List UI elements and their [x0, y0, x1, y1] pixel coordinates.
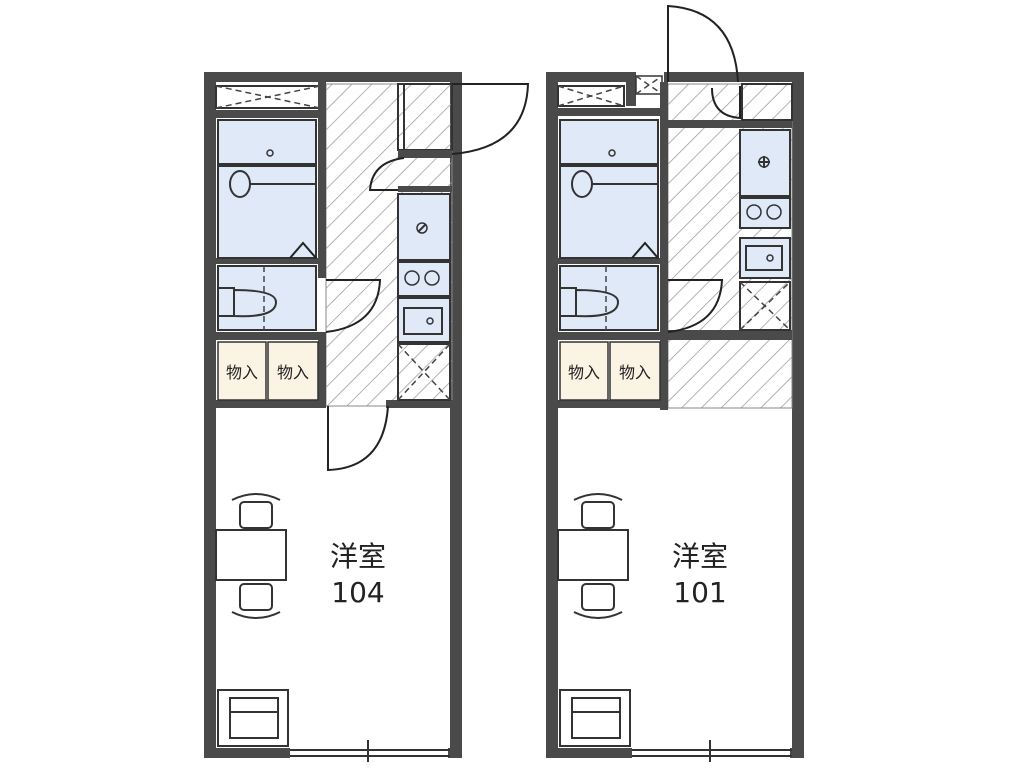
toilet-icon: [575, 288, 620, 318]
entry-door-icon: [667, 4, 739, 83]
room-type-label: 洋室: [672, 540, 728, 573]
bed-icon: [217, 689, 289, 747]
unit-101: 物入 物入 洋室 101: [546, 4, 804, 762]
closet-label-1: 物入: [226, 363, 258, 382]
closet-1: [217, 341, 267, 401]
entry-door-icon: [451, 83, 530, 155]
bathtub-icon: [608, 149, 616, 157]
bathtub: [217, 119, 317, 165]
stove-icon: [397, 261, 451, 297]
closet-1: [559, 341, 609, 401]
room-number-label: 101: [673, 576, 726, 609]
chair-icon: [239, 501, 273, 529]
room-number-label: 104: [331, 576, 384, 609]
toilet-room: [217, 265, 317, 331]
room-type-label: 洋室: [330, 540, 386, 573]
door-swing-icon: [289, 241, 317, 259]
unit-104: 物入 物入 洋室 104: [204, 72, 530, 762]
chair-icon: [581, 501, 615, 529]
bathtub-icon: [266, 149, 274, 157]
washroom: [217, 165, 317, 259]
table-icon: [215, 529, 287, 581]
bed-icon: [559, 689, 631, 747]
closet-2: [267, 341, 319, 401]
closet-2: [609, 341, 661, 401]
table-icon: [557, 529, 629, 581]
closet-label-1: 物入: [568, 363, 600, 382]
closet-label-2: 物入: [277, 363, 309, 382]
toilet-icon: [233, 288, 278, 318]
closet-label-2: 物入: [619, 363, 651, 382]
